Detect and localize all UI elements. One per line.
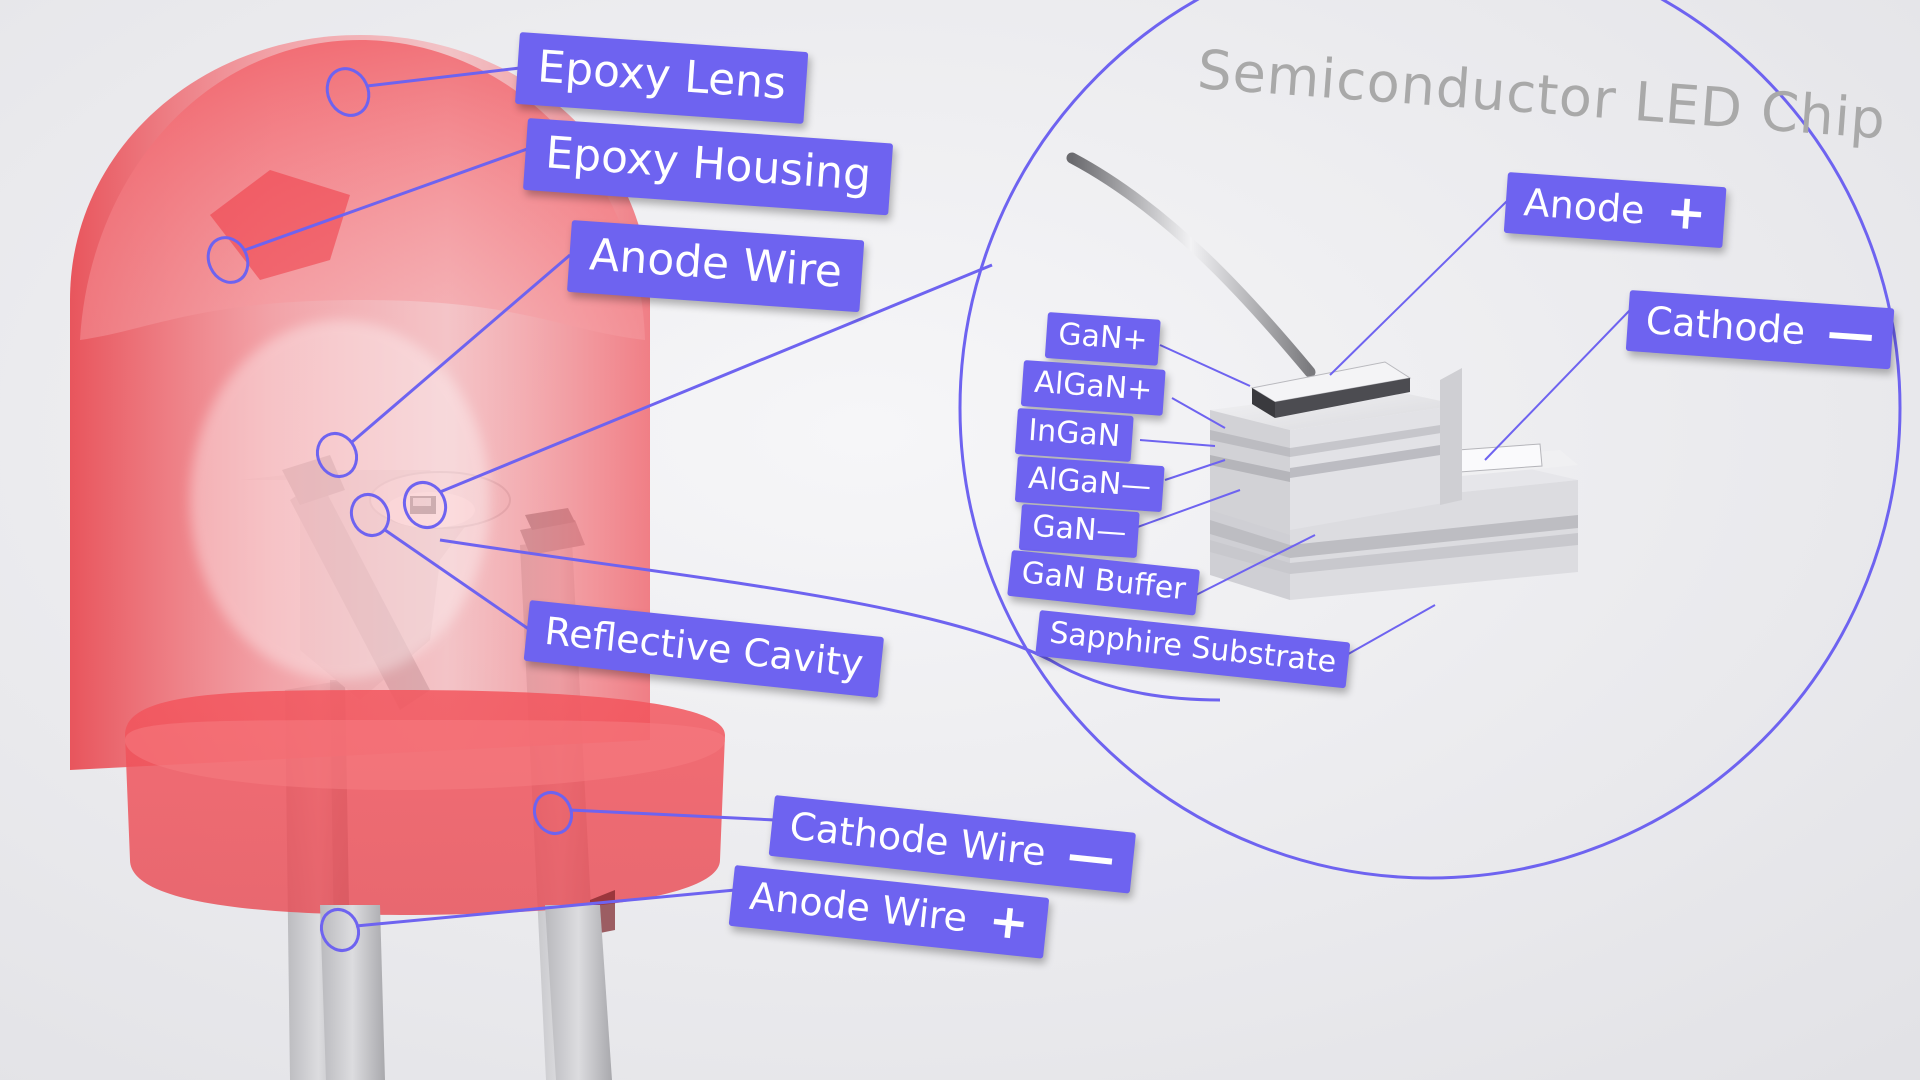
bond-wire [1066,152,1316,378]
marker-anode-wire-bottom [319,908,361,952]
buffer-band [1210,515,1578,558]
label-text: AlGaN+ [1033,364,1154,408]
zoom-circle [958,0,1902,880]
line-anode-wire-bottom [355,888,736,928]
dome-inner-glow [190,320,490,680]
label-text: Anode [1522,180,1647,233]
label-algan-plus: AlGaN+ [1020,360,1166,416]
cathode-leg-front [320,905,385,1080]
label-text: Anode Wire [747,873,970,941]
label-text: Anode Wire [587,229,844,298]
label-gan-minus: GaN— [1018,504,1140,559]
line-epoxy-housing [244,146,531,252]
anode-leg-front [545,905,612,1080]
line-chip-anode [1329,199,1509,376]
plus-icon: + [1664,184,1709,242]
anode-pad-front [1252,388,1275,418]
label-text: AlGaN— [1027,460,1153,505]
line-cathode-wire [569,808,776,822]
led-leader-lines [244,66,1221,928]
led-body [70,35,725,1080]
zoom-line-top [439,263,993,494]
leader-markers [206,67,574,952]
line-gan-buffer [1189,534,1316,599]
line-algan-plus [1171,397,1226,429]
marker-chip [402,481,448,529]
zoom-line-bottom [439,538,1221,702]
epoxy-rim-top [125,720,725,790]
label-ingan: InGaN [1014,408,1134,462]
line-anode-wire-top [351,253,571,444]
label-text: GaN— [1031,508,1128,551]
line-ingan [1139,439,1216,447]
mesa-band-2 [1290,442,1460,478]
label-gan-plus: GaN+ [1044,312,1161,366]
line-algan-minus [1164,459,1226,481]
mesa-top [1210,388,1460,430]
marker-cathode-wire [532,791,574,835]
anode-pad-side [1275,378,1410,418]
line-epoxy-lens [366,66,521,88]
plus-icon: + [986,893,1032,952]
line-gan-minus [1134,489,1241,529]
label-text: GaN+ [1057,316,1149,358]
mesa-band-3 [1210,430,1290,457]
marker-epoxy-housing [206,236,250,284]
label-text: GaN Buffer [1019,555,1188,608]
line-chip-cathode [1484,309,1631,461]
minus-icon: — [1064,827,1118,887]
mesa-band-4 [1210,455,1290,482]
mesa-band-1 [1290,422,1460,457]
marker-anode-wire-top [315,432,359,478]
line-reflective-cavity [384,528,531,632]
line-gan-plus [1159,344,1251,387]
minus-icon: — [1825,304,1877,364]
label-text: Epoxy Lens [535,41,788,110]
chip-zoom-view [958,0,1902,880]
marker-epoxy-lens [325,67,371,117]
label-text: InGaN [1027,412,1122,455]
label-text: Epoxy Housing [543,127,873,202]
label-text: Cathode [1644,298,1807,354]
gan-minus-band [1210,533,1578,574]
marker-reflective-cavity [349,493,391,537]
mesa-right-wall [1440,368,1462,505]
epoxy-dome-top [80,40,645,340]
